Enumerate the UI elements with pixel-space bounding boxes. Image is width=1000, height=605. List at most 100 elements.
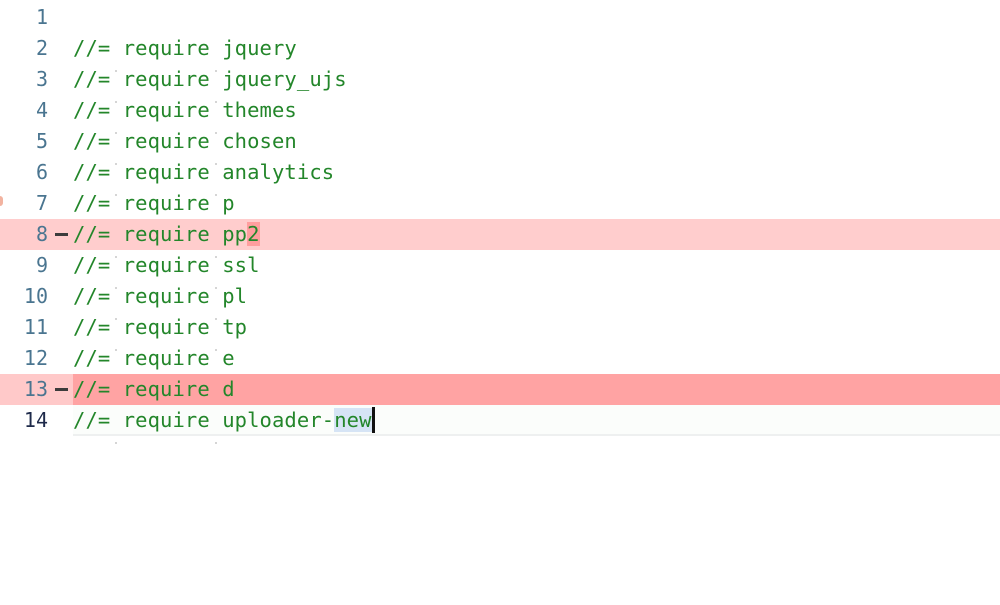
line-number: 10 bbox=[23, 284, 48, 308]
gutter[interactable]: 8 bbox=[0, 219, 73, 250]
comment-prefix: //= bbox=[73, 253, 111, 277]
comment-prefix: //= bbox=[73, 67, 111, 91]
gutter[interactable]: 9 bbox=[0, 250, 73, 281]
code-line[interactable]: 9 //= require ssl bbox=[0, 250, 1000, 289]
gutter[interactable]: 1 bbox=[0, 2, 73, 33]
comment-prefix: //= bbox=[73, 377, 111, 401]
comment-prefix: //= bbox=[73, 315, 111, 339]
line-number: 4 bbox=[35, 98, 48, 122]
line-content[interactable]: //= require pl bbox=[73, 281, 1000, 320]
directive-argument: tp bbox=[222, 315, 248, 339]
code-line[interactable]: 6 //= require analytics bbox=[0, 157, 1000, 196]
directive-keyword: require bbox=[122, 284, 210, 308]
gutter[interactable]: 10 bbox=[0, 281, 73, 312]
directive-argument: analytics bbox=[222, 160, 335, 184]
comment-prefix: //= bbox=[73, 160, 111, 184]
gutter[interactable]: 12 bbox=[0, 343, 73, 374]
directive-argument: jquery bbox=[222, 36, 297, 60]
comment-prefix: //= bbox=[73, 346, 111, 370]
directive-keyword: require bbox=[122, 315, 210, 339]
gutter[interactable]: 13 bbox=[0, 374, 73, 405]
directive-argument: d bbox=[222, 377, 235, 401]
line-number: 5 bbox=[35, 129, 48, 153]
line-number: 9 bbox=[35, 253, 48, 277]
code-line[interactable]: 4 //= require themes bbox=[0, 95, 1000, 134]
line-content[interactable]: //= require e bbox=[73, 343, 1000, 382]
line-content[interactable]: //= require uploader-new bbox=[73, 405, 1000, 444]
line-number: 1 bbox=[35, 5, 48, 29]
gutter[interactable]: 5 bbox=[0, 126, 73, 157]
directive-argument: jquery_ujs bbox=[222, 67, 347, 91]
deleted-line-marker-icon bbox=[55, 388, 68, 391]
line-number: 11 bbox=[23, 315, 48, 339]
breakpoint-indicator-icon[interactable] bbox=[0, 196, 3, 206]
comment-prefix: //= bbox=[73, 36, 111, 60]
line-number: 6 bbox=[35, 160, 48, 184]
directive-argument: p bbox=[222, 191, 235, 215]
directive-keyword: require bbox=[122, 160, 210, 184]
line-number: 13 bbox=[23, 377, 48, 401]
code-line[interactable]: 12 //= require e bbox=[0, 343, 1000, 382]
gutter[interactable]: 7 bbox=[0, 188, 73, 219]
code-line[interactable]: 2 //= require jquery bbox=[0, 33, 1000, 72]
line-content[interactable]: //= require themes bbox=[73, 95, 1000, 134]
directive-keyword: require bbox=[122, 98, 210, 122]
code-line-current[interactable]: 14 //= require uploader-new bbox=[0, 405, 1000, 444]
directive-keyword: require bbox=[122, 377, 210, 401]
gutter[interactable]: 6 bbox=[0, 157, 73, 188]
directive-keyword: require bbox=[122, 222, 210, 246]
line-content[interactable]: //= require analytics bbox=[73, 157, 1000, 196]
line-number: 7 bbox=[35, 191, 48, 215]
text-selection[interactable]: new bbox=[334, 408, 372, 432]
line-content[interactable]: //= require d bbox=[73, 374, 1000, 413]
gutter[interactable]: 11 bbox=[0, 312, 73, 343]
line-number: 14 bbox=[23, 408, 48, 432]
line-content[interactable]: //= require tp bbox=[73, 312, 1000, 351]
directive-argument: pl bbox=[222, 284, 248, 308]
directive-keyword: require bbox=[122, 36, 210, 60]
directive-argument: uploader- bbox=[222, 408, 335, 432]
text-cursor bbox=[371, 407, 375, 433]
code-line[interactable]: 3 //= require jquery_ujs bbox=[0, 64, 1000, 103]
line-number: 12 bbox=[23, 346, 48, 370]
directive-keyword: require bbox=[122, 408, 210, 432]
line-content[interactable]: //= require ssl bbox=[73, 250, 1000, 289]
gutter[interactable]: 3 bbox=[0, 64, 73, 95]
code-line[interactable]: 11 //= require tp bbox=[0, 312, 1000, 351]
comment-prefix: //= bbox=[73, 191, 111, 215]
comment-prefix: //= bbox=[73, 408, 111, 432]
directive-argument: pp bbox=[222, 222, 248, 246]
changed-character-highlight: 2 bbox=[247, 222, 260, 246]
directive-keyword: require bbox=[122, 253, 210, 277]
line-number: 2 bbox=[35, 36, 48, 60]
deleted-line-marker-icon bbox=[55, 233, 68, 236]
comment-prefix: //= bbox=[73, 98, 111, 122]
code-line[interactable]: 1 bbox=[0, 2, 1000, 33]
line-content[interactable]: //= require jquery bbox=[73, 33, 1000, 72]
directive-argument: chosen bbox=[222, 129, 297, 153]
gutter[interactable]: 2 bbox=[0, 33, 73, 64]
line-content[interactable]: //= require pp2 bbox=[73, 219, 1000, 258]
line-content[interactable]: //= require jquery_ujs bbox=[73, 64, 1000, 103]
code-line[interactable]: 10 //= require pl bbox=[0, 281, 1000, 320]
line-content[interactable] bbox=[73, 2, 1000, 33]
directive-keyword: require bbox=[122, 67, 210, 91]
code-line-deleted[interactable]: 8 //= require pp2 bbox=[0, 219, 1000, 258]
directive-keyword: require bbox=[122, 129, 210, 153]
directive-keyword: require bbox=[122, 346, 210, 370]
gutter[interactable]: 14 bbox=[0, 405, 73, 436]
gutter[interactable]: 4 bbox=[0, 95, 73, 126]
comment-prefix: //= bbox=[73, 222, 111, 246]
line-number: 3 bbox=[35, 67, 48, 91]
directive-argument: themes bbox=[222, 98, 297, 122]
code-line-deleted[interactable]: 13 //= require d bbox=[0, 374, 1000, 413]
directive-argument: ssl bbox=[222, 253, 260, 277]
comment-prefix: //= bbox=[73, 284, 111, 308]
line-number: 8 bbox=[35, 222, 48, 246]
directive-argument: e bbox=[222, 346, 235, 370]
